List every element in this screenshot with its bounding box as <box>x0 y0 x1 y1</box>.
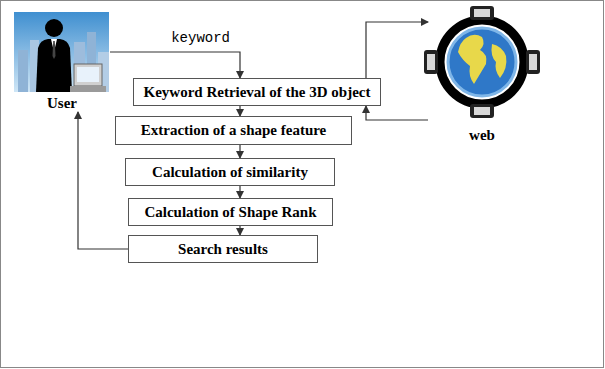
process-box: Keyword Retrieval of the 3D object <box>133 78 381 106</box>
edge-label: keyword <box>169 30 232 46</box>
flow-arrow <box>239 106 240 116</box>
process-box: Calculation of Shape Rank <box>128 198 333 226</box>
web-node: web <box>422 4 542 144</box>
process-box: Calculation of similarity <box>125 158 335 186</box>
flow-arrow <box>239 226 240 235</box>
process-box: Extraction of a shape feature <box>115 116 352 145</box>
box-label: Calculation of Shape Rank <box>136 204 324 221</box>
web-illustration <box>422 4 542 122</box>
box-label: Keyword Retrieval of the 3D object <box>135 84 378 101</box>
flow-arrow <box>239 145 240 158</box>
process-box: Search results <box>128 235 318 263</box>
icon-caption: web <box>422 127 542 144</box>
user-node: User <box>14 12 110 112</box>
user-illustration <box>14 12 109 92</box>
flow-arrow <box>239 186 240 198</box>
icon-caption: User <box>14 95 110 112</box>
box-label: Extraction of a shape feature <box>133 122 335 139</box>
flow-arrow <box>110 52 240 78</box>
flow-arrow <box>366 22 428 78</box>
box-label: Calculation of similarity <box>144 164 316 181</box>
box-label: Search results <box>170 241 276 258</box>
flow-arrow <box>366 106 428 120</box>
